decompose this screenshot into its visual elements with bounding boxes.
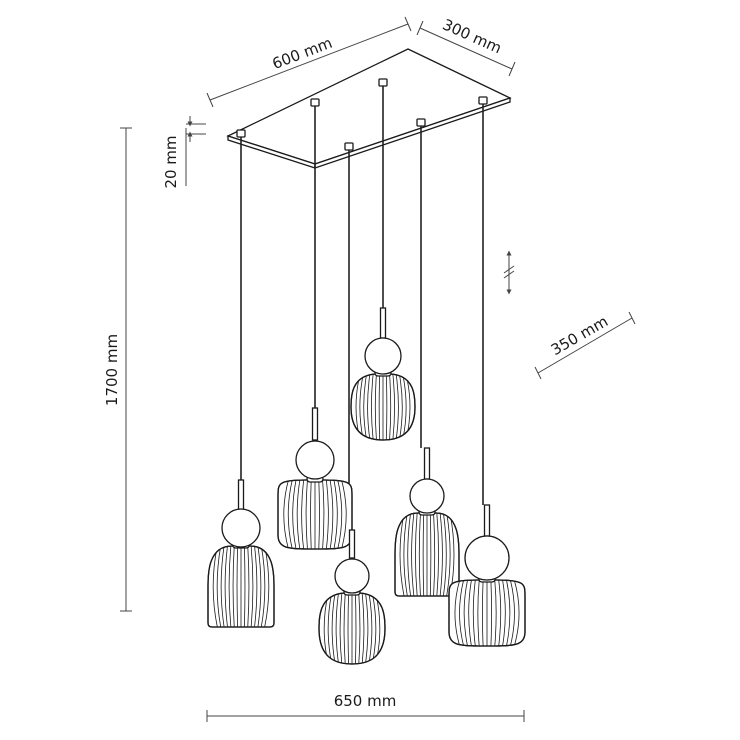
- glass-ball: [295, 440, 335, 480]
- shade-ribs: [212, 546, 270, 627]
- glass-ball: [409, 478, 445, 514]
- pendant-far-right: [448, 504, 526, 647]
- dimension-1700mm: 1700 mm: [103, 127, 132, 612]
- dim-label-1700: 1700 mm: [103, 334, 121, 406]
- pendant-wires: [240, 84, 484, 530]
- dim-label-650: 650 mm: [334, 692, 397, 710]
- glass-ball: [364, 337, 402, 375]
- adjustable-cable-icon: [503, 250, 515, 295]
- pendant-rod: [237, 479, 245, 511]
- dimension-350mm: 350 mm: [534, 311, 636, 380]
- pendant-rod: [348, 529, 356, 559]
- pendant-far-left: [207, 479, 275, 628]
- pendant-back-center: [350, 307, 416, 441]
- glass-ball: [221, 508, 261, 548]
- shade-ribs: [283, 480, 347, 549]
- ceiling-caps: [236, 78, 488, 151]
- shade-ribs: [454, 580, 520, 646]
- shade-ribs: [399, 513, 455, 596]
- pendant-right-middle: [394, 447, 460, 597]
- pendant-rod: [311, 407, 319, 441]
- ceiling-canopy: [226, 48, 512, 169]
- pendant-rod: [379, 307, 387, 339]
- dimension-20mm: 20 mm: [162, 116, 206, 189]
- pendant-lamps: [207, 307, 526, 665]
- pendant-rod: [483, 504, 491, 537]
- pendant-left-upper: [277, 407, 353, 550]
- dim-label-20: 20 mm: [162, 135, 180, 188]
- glass-ball: [334, 558, 370, 594]
- pendant-rod: [423, 447, 431, 480]
- dimension-650mm: 650 mm: [206, 692, 525, 722]
- dim-label-600: 600 mm: [270, 34, 335, 73]
- glass-ball: [464, 535, 510, 581]
- pendant-center-front: [318, 529, 386, 665]
